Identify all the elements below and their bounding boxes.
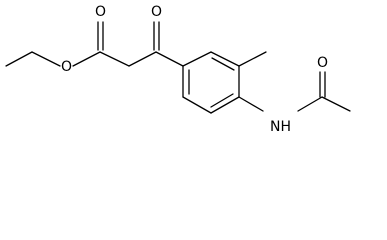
ring-bond-1 xyxy=(182,51,212,67)
bond-c1-ch2 xyxy=(99,51,130,67)
bond-c2-ring xyxy=(155,51,184,67)
ring-inner-2 xyxy=(210,93,234,108)
ring-bond-5 xyxy=(182,96,212,114)
bond-oether-c1 xyxy=(72,51,101,67)
ring-bond-4 xyxy=(210,96,240,114)
ring-bond-2 xyxy=(210,51,240,67)
bond-ch2-oether xyxy=(31,51,61,67)
bond-ch3-ch2 xyxy=(5,51,33,67)
bond-ring-para-n xyxy=(238,96,264,112)
bond-ring-n xyxy=(238,51,267,67)
bond-camide-ch3 xyxy=(321,96,351,112)
atom-nh-amide: NH xyxy=(270,119,291,135)
structure-canvas: O O O NH O xyxy=(5,4,351,135)
atom-o-amide: O xyxy=(317,55,328,71)
bond-n-camide xyxy=(297,96,323,112)
bond-ch2-c2 xyxy=(128,51,157,67)
chemical-structure-diagram: O O O NH O xyxy=(5,4,351,135)
atom-o-ester-ether: O xyxy=(61,59,72,75)
ring-inner-1 xyxy=(211,57,235,71)
atom-o-ketone: O xyxy=(151,4,162,20)
atom-o-ester-carbonyl: O xyxy=(95,4,106,20)
